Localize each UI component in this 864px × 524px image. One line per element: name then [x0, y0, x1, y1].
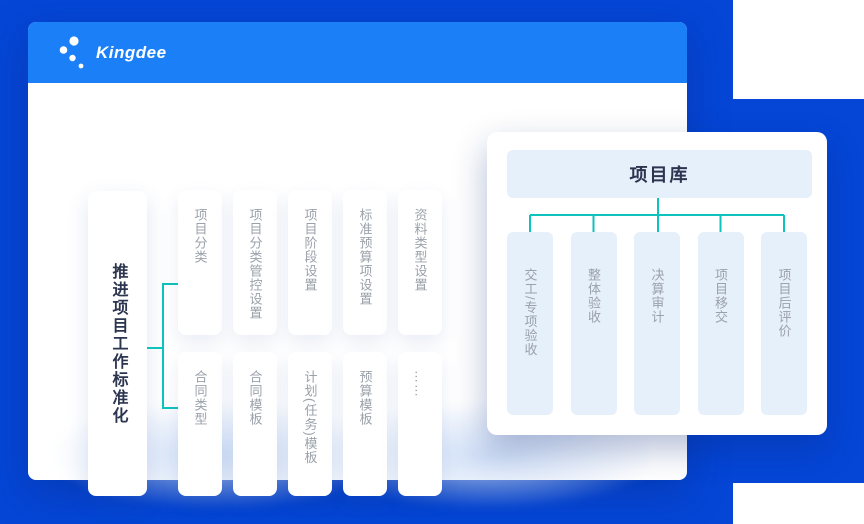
connector-line	[147, 347, 162, 349]
settings-card: 预算模板	[343, 352, 387, 496]
library-stage-card: 项目后评价	[761, 232, 807, 415]
settings-card-label: 合同类型	[192, 370, 208, 426]
settings-card: 资料类型设置	[398, 190, 442, 335]
library-stage-label: 整体验收	[586, 268, 601, 324]
library-stage-card: 交工/专项验收	[507, 232, 553, 415]
settings-card: 项目分类管控设置	[233, 190, 277, 335]
project-library-panel: 项目库 交工/专项验收 整体验收 决算审计 项目移交 项目后评价	[487, 132, 827, 435]
settings-card-label: 资料类型设置	[412, 208, 428, 292]
brand-logo: Kingdee	[58, 34, 167, 72]
settings-card-label: 项目阶段设置	[302, 208, 318, 292]
project-library-title: 项目库	[629, 165, 690, 185]
settings-card: ……	[398, 352, 442, 496]
settings-card-label: 计划(任务)模板	[302, 370, 318, 465]
settings-card-label: 项目分类	[192, 208, 208, 264]
library-stage-card: 整体验收	[570, 232, 617, 415]
settings-card-grid: 项目分类 项目分类管控设置 项目阶段设置 标准预算项设置 资料类型设置合同类型 合同模板 计…	[178, 190, 442, 496]
settings-card-label: 合同模板	[247, 370, 263, 426]
settings-card: 项目阶段设置	[288, 190, 332, 335]
library-stage-label: 决算审计	[649, 268, 665, 324]
app-header: Kingdee	[28, 22, 687, 83]
library-stage-card: 决算审计	[634, 232, 680, 415]
library-card-list: 交工/专项验收 整体验收 决算审计 项目移交 项目后评价	[507, 232, 807, 415]
library-stage-card: 项目移交	[697, 232, 744, 415]
settings-card-label: ……	[412, 370, 428, 398]
kingdee-dots-icon	[58, 34, 88, 72]
settings-card-label: 预算模板	[357, 370, 373, 426]
settings-card: 项目分类	[178, 190, 222, 335]
library-stage-label: 项目移交	[713, 268, 728, 324]
diagram-canvas: 推进项目工作标准化 项目分类 项目分类管控设置 项目阶段设置 标准预算项设置 资料类型设…	[28, 83, 687, 518]
connector-line	[162, 283, 178, 285]
left-group-title-card: 推进项目工作标准化	[88, 191, 147, 496]
settings-card: 合同类型	[178, 352, 222, 496]
library-stage-label: 交工/专项验收	[522, 268, 538, 357]
connector-line	[162, 407, 178, 409]
brand-name: Kingdee	[96, 42, 167, 62]
settings-card: 计划(任务)模板	[288, 352, 332, 496]
settings-card-label: 项目分类管控设置	[247, 208, 263, 320]
library-stage-label: 项目后评价	[776, 268, 792, 338]
left-group-title: 推进项目工作标准化	[109, 262, 127, 425]
settings-card-label: 标准预算项设置	[357, 208, 373, 306]
connector-line	[162, 283, 164, 409]
project-library-header: 项目库	[507, 150, 812, 198]
settings-card: 标准预算项设置	[343, 190, 387, 335]
settings-card: 合同模板	[233, 352, 277, 496]
